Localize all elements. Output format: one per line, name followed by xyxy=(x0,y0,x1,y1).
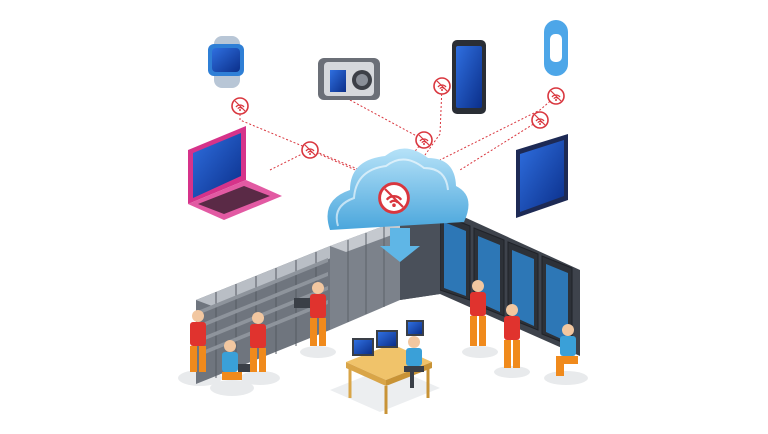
technician xyxy=(190,310,206,372)
cloud-icon xyxy=(327,148,469,262)
smartphone-icon xyxy=(452,40,486,114)
technician xyxy=(504,304,520,368)
smartwatch-icon xyxy=(208,36,244,88)
technician xyxy=(222,340,252,380)
technician-figures xyxy=(190,280,578,388)
fitness-band-icon xyxy=(544,20,568,76)
action-camera-icon xyxy=(318,58,380,100)
cloud-wifi-badge xyxy=(378,182,410,214)
technician xyxy=(294,282,326,346)
technician xyxy=(404,336,424,388)
wifi-badge-icon xyxy=(531,111,549,129)
wifi-badge-icon xyxy=(415,131,433,149)
server-row-right xyxy=(400,206,580,356)
wifi-badge-icon xyxy=(231,97,249,115)
wifi-badge-icon xyxy=(547,87,565,105)
tablet-icon xyxy=(516,134,568,218)
wifi-badge-icon xyxy=(433,77,451,95)
wifi-badge-icon xyxy=(301,141,319,159)
technician xyxy=(470,280,486,346)
laptop-icon xyxy=(188,126,282,220)
technician xyxy=(250,312,266,372)
technician xyxy=(556,324,578,376)
